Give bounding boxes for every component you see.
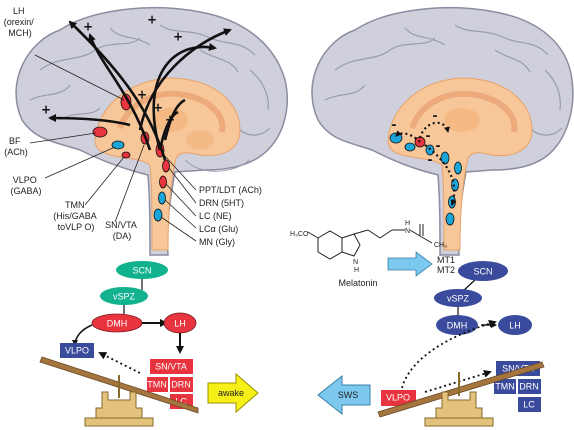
right-seesaw — [377, 361, 545, 427]
left-leader-lines — [29, 54, 197, 242]
r-nucleus-5 — [454, 161, 462, 175]
melatonin-amide-n: N — [405, 228, 410, 235]
plus-sign-6: + — [153, 101, 163, 115]
plus-sign-2: + — [147, 13, 157, 27]
melatonin-amide-h: H — [405, 220, 410, 227]
melatonin-h3co: H₃CO — [290, 231, 309, 238]
plus-sign-1: + — [83, 20, 93, 34]
right-inhibition-arrows — [395, 121, 457, 206]
r-nucleus-1 — [389, 132, 403, 144]
right-tmn-label: TMN — [495, 381, 515, 391]
right-lc-box — [518, 397, 541, 412]
nucleus-lc — [159, 175, 167, 189]
right-snvta-label: SN/VTA — [502, 363, 534, 373]
melatonin-ring-n: N — [353, 259, 358, 266]
right-scn-label: SCN — [473, 266, 492, 276]
left-scn-label: SCN — [132, 265, 151, 275]
plus-sign-5: + — [137, 88, 147, 102]
label-lh: LH (orexin/ MCH) — [4, 6, 37, 38]
right-lh-node — [498, 315, 532, 335]
left-projection-arrows — [48, 20, 232, 161]
left-drn-label: DRN — [171, 379, 191, 389]
right-vlpo-box — [381, 390, 416, 406]
label-vlpo: VLPO (GABA) — [10, 175, 41, 196]
r-nucleus-8 — [445, 212, 455, 226]
right-vlpo-label: VLPO — [386, 392, 410, 402]
right-vspz-node — [434, 289, 482, 307]
r-nucleus-7 — [448, 195, 456, 209]
label-mn: MN (Gly) — [199, 237, 235, 247]
left-vspz-node — [100, 287, 148, 305]
nucleus-tmn — [121, 151, 131, 159]
awake-arrow: awake — [207, 372, 259, 414]
r-nucleus-4 — [440, 151, 450, 165]
minus-sign-1: - — [392, 118, 397, 132]
left-seesaw — [39, 356, 199, 427]
right-vspz-label: vSPZ — [447, 293, 470, 303]
right-tmn-box — [494, 379, 516, 394]
right-brain — [311, 6, 574, 256]
mt2-label: MT2 — [437, 265, 455, 275]
left-lh-label: LH — [174, 318, 186, 328]
right-lh-label: LH — [509, 320, 521, 330]
melatonin-structure — [307, 224, 433, 260]
mt1-label: MT1 — [437, 255, 455, 265]
label-pptldt: PPT/LDT (ACh) — [199, 185, 262, 195]
melatonin-label: Melatonin — [338, 278, 377, 288]
sws-arrow: SWS — [317, 374, 371, 416]
plus-sign-7: + — [165, 113, 175, 127]
nucleus-mn — [153, 208, 163, 222]
plus-sign-4: + — [41, 103, 51, 117]
right-dmh-node — [436, 315, 478, 335]
left-vspz-label: vSPZ — [113, 291, 136, 301]
left-vlpo-label: VLPO — [65, 345, 89, 355]
r-nucleus-2 — [404, 142, 416, 152]
label-bf: BF (ACh) — [4, 136, 28, 157]
left-labels: LH (orexin/ MCH) BF (ACh) VLPO (GABA) TM… — [4, 6, 262, 247]
left-snvta-label: SN/VTA — [155, 361, 187, 371]
left-snvta-box — [150, 359, 193, 374]
right-snvta-box — [496, 361, 540, 376]
minus-sign-2: - — [433, 109, 438, 123]
label-lca: LCα (Glu) — [199, 224, 238, 234]
label-drn: DRN (5HT) — [199, 198, 244, 208]
label-lc: LC (NE) — [199, 211, 232, 221]
plus-sign-3: + — [173, 30, 183, 44]
sws-label: SWS — [338, 390, 359, 400]
melatonin-ring-h: H — [354, 267, 359, 274]
right-scn-node — [458, 261, 508, 281]
right-flow: SCN vSPZ DMH LH VLPO SN/VTA TMN DRN LC — [381, 261, 541, 412]
left-tmn-box — [147, 377, 168, 392]
awake-label: awake — [218, 388, 244, 398]
right-drn-box — [518, 379, 541, 394]
melatonin-ch3: CH₃ — [434, 242, 447, 249]
nucleus-bf — [92, 126, 108, 138]
left-vlpo-box — [60, 343, 94, 358]
right-dmh-label: DMH — [447, 320, 468, 330]
nucleus-lca — [158, 191, 166, 205]
left-tmn-label: TMN — [147, 379, 167, 389]
minus-sign-5: - — [428, 153, 433, 167]
nucleus-drn — [162, 159, 170, 173]
nucleus-lh — [120, 93, 132, 111]
left-lc-label: LC — [175, 396, 187, 406]
minus-sign-4: - — [436, 139, 441, 153]
right-drn-label: DRN — [519, 381, 539, 391]
label-tmn: TMN (His/GABA toVLP O) — [53, 200, 99, 232]
left-scn-node — [116, 261, 168, 279]
left-dmh-label: DMH — [107, 318, 128, 328]
right-brain-gyri — [324, 24, 563, 136]
melatonin-arrow — [387, 251, 433, 277]
left-drn-box — [170, 377, 193, 392]
label-snvta: SN/VTA (DA) — [105, 220, 139, 241]
minus-sign-3: - — [426, 129, 431, 143]
right-lc-label: LC — [523, 399, 535, 409]
